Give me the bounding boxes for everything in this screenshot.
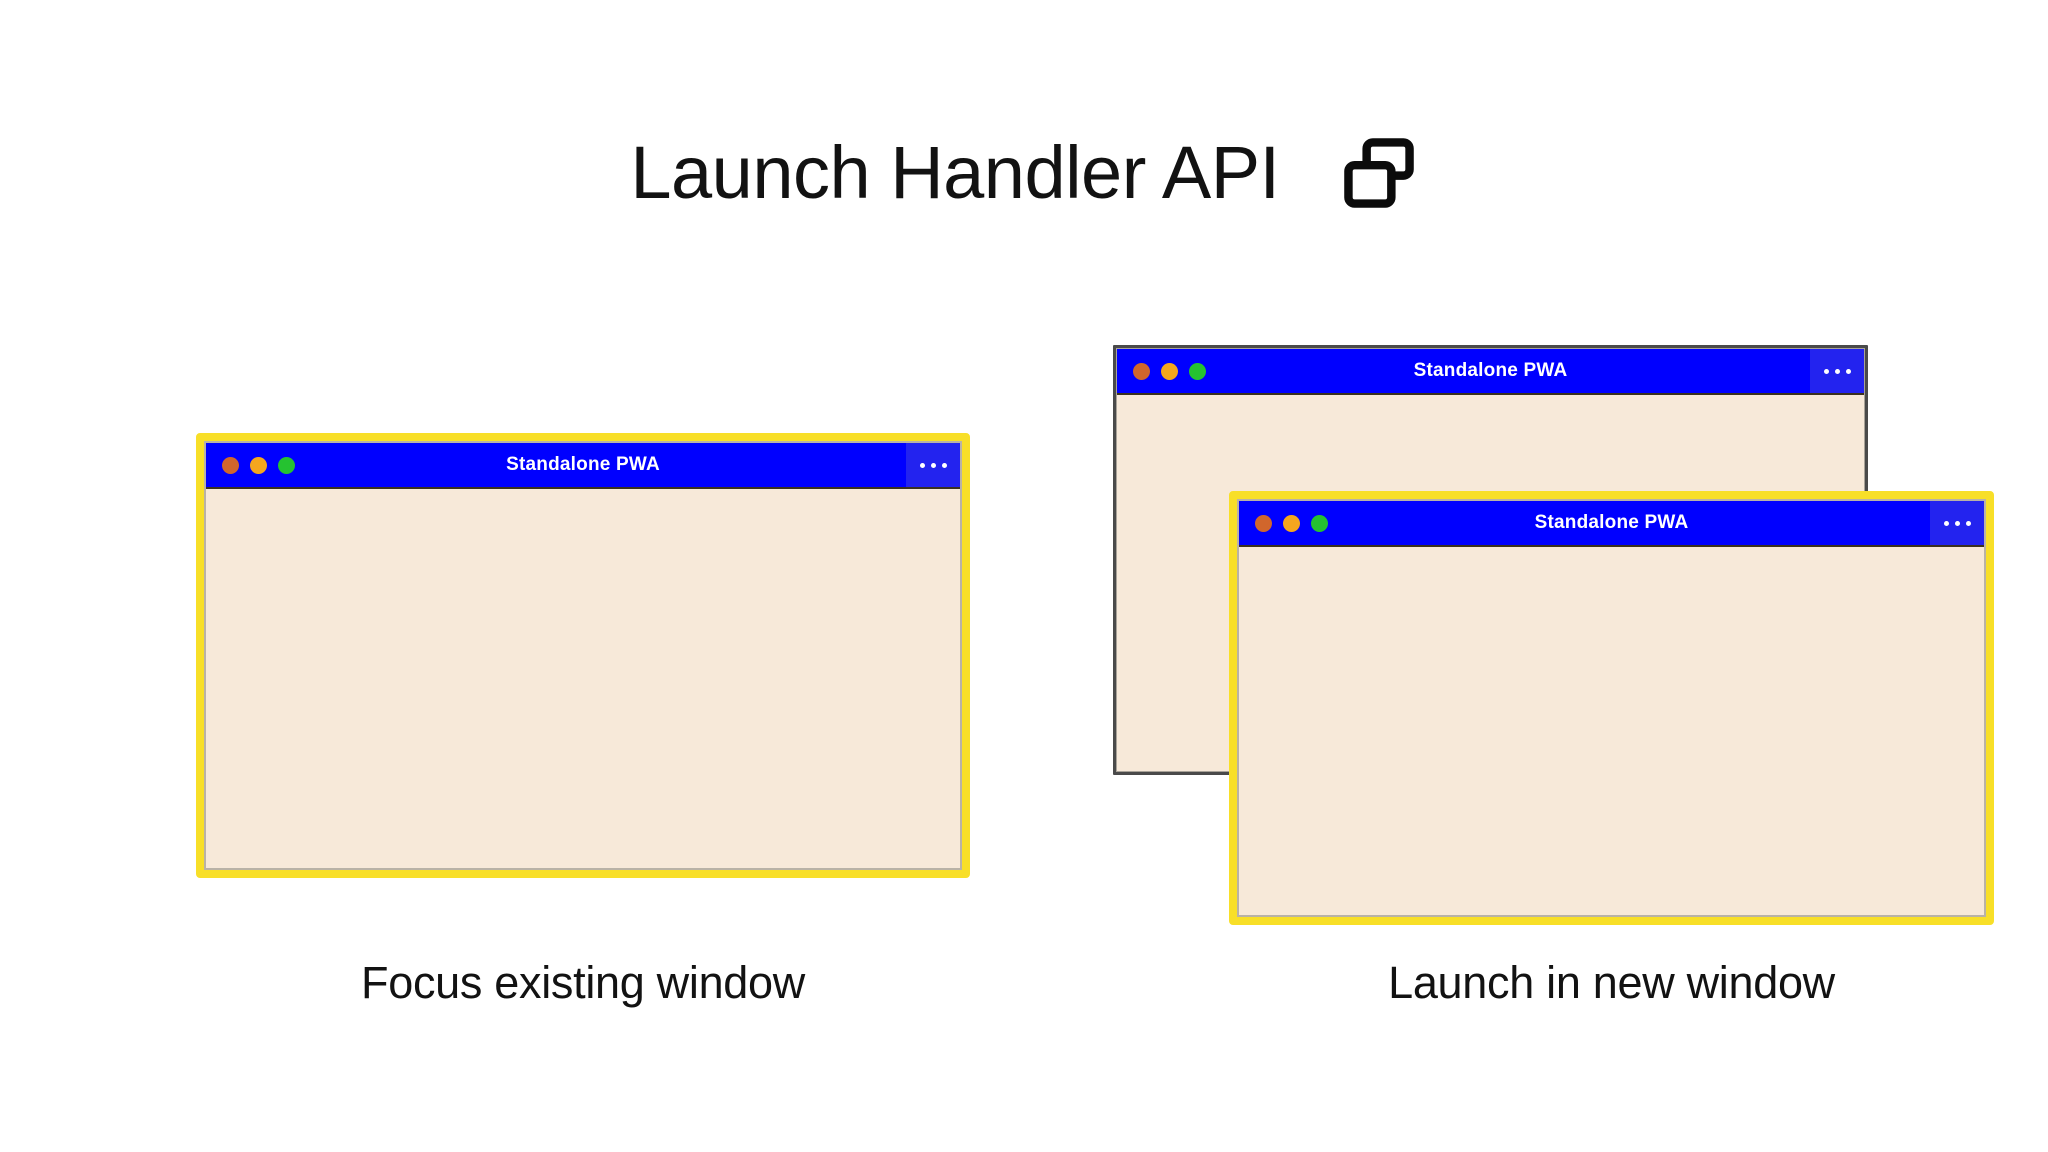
overflow-menu-icon[interactable] (906, 443, 960, 487)
window-content-area (206, 489, 960, 868)
pwa-window-focused-existing[interactable]: Standalone PWA (196, 433, 970, 878)
overflow-menu-icon[interactable] (1810, 349, 1864, 393)
menu-dot (941, 462, 947, 468)
maximize-button-icon[interactable] (278, 456, 295, 474)
window-title: Standalone PWA (1413, 360, 1568, 381)
page-header: Launch Handler API (0, 118, 2048, 228)
pwa-window-newly-launched[interactable]: Standalone PWA (1229, 491, 1994, 925)
overflow-menu-icon[interactable] (1930, 501, 1984, 545)
menu-dot (1965, 520, 1971, 526)
traffic-lights (1255, 514, 1328, 532)
minimize-button-icon[interactable] (1161, 362, 1178, 380)
multi-window-icon (1340, 134, 1418, 212)
window-frame: Standalone PWA (1237, 499, 1986, 917)
window-frame: Standalone PWA (204, 441, 962, 870)
menu-dot (1954, 520, 1960, 526)
menu-dot (1943, 520, 1949, 526)
window-titlebar[interactable]: Standalone PWA (1117, 349, 1864, 395)
menu-dot (1823, 368, 1829, 374)
menu-dot (1834, 368, 1840, 374)
window-titlebar[interactable]: Standalone PWA (1239, 501, 1984, 547)
caption-launch-in-new-window: Launch in new window (1388, 957, 1835, 1008)
minimize-button-icon[interactable] (250, 456, 267, 474)
menu-dot (1845, 368, 1851, 374)
close-button-icon[interactable] (222, 456, 239, 474)
window-title: Standalone PWA (1534, 512, 1689, 533)
traffic-lights (222, 456, 295, 474)
page-title: Launch Handler API (630, 131, 1280, 214)
maximize-button-icon[interactable] (1311, 514, 1328, 532)
traffic-lights (1133, 362, 1206, 380)
window-title: Standalone PWA (506, 454, 660, 475)
menu-dot (930, 462, 936, 468)
close-button-icon[interactable] (1255, 514, 1272, 532)
caption-focus-existing-window: Focus existing window (361, 957, 805, 1008)
window-content-area (1239, 547, 1984, 915)
menu-dot (919, 462, 925, 468)
minimize-button-icon[interactable] (1283, 514, 1300, 532)
maximize-button-icon[interactable] (1189, 362, 1206, 380)
close-button-icon[interactable] (1133, 362, 1150, 380)
window-titlebar[interactable]: Standalone PWA (206, 443, 960, 489)
